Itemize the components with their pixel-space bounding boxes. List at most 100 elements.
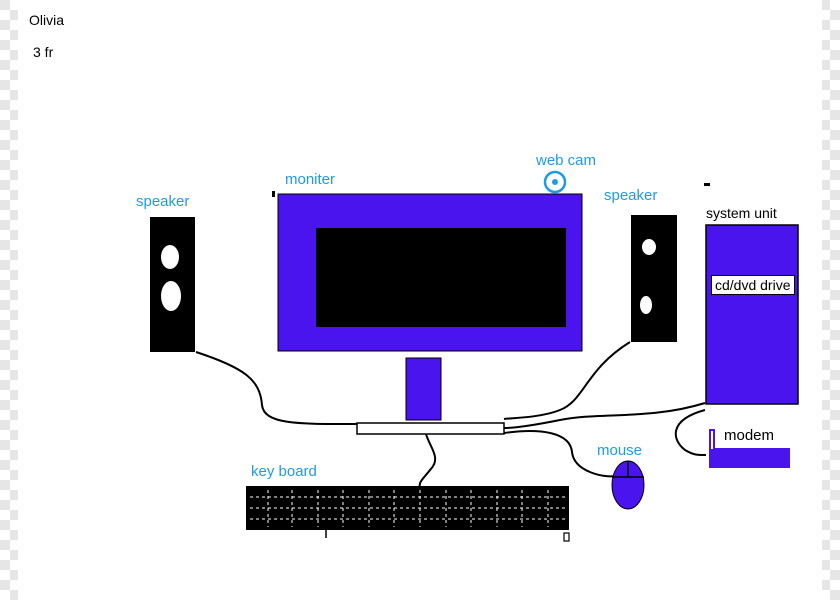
checker-cell bbox=[830, 510, 840, 520]
checker-cell bbox=[0, 100, 10, 110]
checker-cell bbox=[820, 120, 830, 130]
checker-cell bbox=[10, 290, 20, 300]
label-cd-dvd-drive: cd/dvd drive bbox=[711, 275, 795, 295]
checker-cell bbox=[820, 580, 830, 590]
checker-cell bbox=[0, 500, 10, 510]
checker-cell bbox=[830, 90, 840, 100]
checker-cell bbox=[820, 260, 830, 270]
checker-cell bbox=[830, 130, 840, 140]
checker-cell bbox=[10, 350, 20, 360]
checker-cell bbox=[10, 330, 20, 340]
checker-cell bbox=[830, 230, 840, 240]
checker-cell bbox=[10, 450, 20, 460]
checker-cell bbox=[820, 100, 830, 110]
cable-left-speaker bbox=[195, 351, 358, 426]
checker-cell bbox=[820, 420, 830, 430]
checker-cell bbox=[820, 500, 830, 510]
checker-cell bbox=[830, 30, 840, 40]
checker-cell bbox=[10, 250, 20, 260]
checker-cell bbox=[830, 490, 840, 500]
checker-cell bbox=[830, 170, 840, 180]
checker-cell bbox=[830, 10, 840, 20]
checker-cell bbox=[0, 20, 10, 30]
checker-cell bbox=[10, 470, 20, 480]
modem-icon bbox=[709, 429, 790, 468]
checker-cell bbox=[0, 220, 10, 230]
checker-cell bbox=[830, 50, 840, 60]
cables bbox=[195, 341, 707, 489]
checker-cell bbox=[10, 410, 20, 420]
checker-cell bbox=[0, 560, 10, 570]
checker-cell bbox=[10, 510, 20, 520]
checker-cell bbox=[0, 240, 10, 250]
checker-cell bbox=[10, 110, 20, 120]
monitor-icon bbox=[272, 191, 583, 435]
checker-cell bbox=[820, 540, 830, 550]
checker-cell bbox=[0, 340, 10, 350]
checker-cell bbox=[820, 340, 830, 350]
checker-cell bbox=[830, 370, 840, 380]
checker-cell bbox=[820, 160, 830, 170]
cable-system-unit bbox=[503, 402, 706, 429]
checker-cell bbox=[0, 260, 10, 270]
checker-cell bbox=[0, 300, 10, 310]
checker-cell bbox=[820, 560, 830, 570]
checker-cell bbox=[830, 390, 840, 400]
system-unit-icon bbox=[704, 183, 799, 405]
checker-cell bbox=[0, 0, 10, 10]
checker-cell bbox=[820, 220, 830, 230]
checker-cell bbox=[10, 90, 20, 100]
checker-cell bbox=[10, 310, 20, 320]
checker-cell bbox=[830, 530, 840, 540]
checker-cell bbox=[820, 280, 830, 290]
label-web-cam: web cam bbox=[536, 152, 597, 169]
checker-cell bbox=[10, 50, 20, 60]
label-speaker-right: speaker bbox=[604, 187, 658, 204]
checker-cell bbox=[0, 440, 10, 450]
checker-cell bbox=[0, 200, 10, 210]
cable-keyboard bbox=[418, 433, 437, 489]
checker-cell bbox=[830, 310, 840, 320]
checker-cell bbox=[820, 140, 830, 150]
checker-cell bbox=[830, 250, 840, 260]
checker-cell bbox=[10, 270, 20, 280]
checker-cell bbox=[0, 360, 10, 370]
checker-cell bbox=[830, 110, 840, 120]
checker-cell bbox=[0, 520, 10, 530]
checker-cell bbox=[830, 590, 840, 600]
checker-cell bbox=[10, 170, 20, 180]
checker-cell bbox=[10, 550, 20, 560]
label-modem: modem bbox=[724, 427, 775, 444]
checker-cell bbox=[830, 150, 840, 160]
checker-cell bbox=[820, 40, 830, 50]
checker-cell bbox=[820, 200, 830, 210]
checker-cell bbox=[0, 580, 10, 590]
checker-cell bbox=[820, 360, 830, 370]
student-name: Olivia bbox=[29, 12, 65, 28]
label-keyboard: key board bbox=[251, 463, 317, 480]
checker-cell bbox=[10, 70, 20, 80]
grade-label: 3 fr bbox=[33, 44, 54, 60]
checker-cell bbox=[10, 30, 20, 40]
checker-cell bbox=[10, 10, 20, 20]
speaker-right-icon bbox=[631, 215, 677, 342]
label-mouse: mouse bbox=[597, 442, 643, 459]
checker-cell bbox=[0, 140, 10, 150]
checker-cell bbox=[820, 0, 830, 10]
checker-cell bbox=[830, 430, 840, 440]
checker-cell bbox=[0, 180, 10, 190]
checker-cell bbox=[820, 60, 830, 70]
checker-cell bbox=[10, 230, 20, 240]
checker-cell bbox=[0, 480, 10, 490]
checker-cell bbox=[10, 150, 20, 160]
checker-cell bbox=[830, 550, 840, 560]
checker-cell bbox=[820, 300, 830, 310]
checker-cell bbox=[0, 320, 10, 330]
label-system-unit: system unit bbox=[706, 205, 777, 221]
label-moniter: moniter bbox=[285, 171, 336, 188]
checker-cell bbox=[0, 400, 10, 410]
cable-modem bbox=[674, 409, 707, 457]
speaker-left-icon bbox=[150, 217, 195, 352]
checker-cell bbox=[820, 400, 830, 410]
